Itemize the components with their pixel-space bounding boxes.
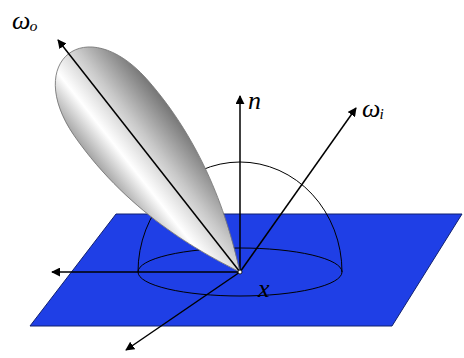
lobe-shape xyxy=(32,25,277,301)
normal-arrow xyxy=(239,96,241,272)
surface-plane xyxy=(30,214,462,326)
outgoing-direction-label: ωₒ xyxy=(12,8,38,34)
incident-direction-label: ωᵢ xyxy=(362,96,384,122)
incident-direction-arrow xyxy=(240,108,356,272)
point-label: x xyxy=(258,276,270,302)
surface-point xyxy=(238,270,242,274)
bitangent-axis xyxy=(126,272,240,350)
outgoing-direction-arrow xyxy=(58,40,240,272)
tangent-axis xyxy=(52,271,240,273)
normal-label: n xyxy=(248,88,261,114)
brdf-lobe xyxy=(32,25,277,301)
